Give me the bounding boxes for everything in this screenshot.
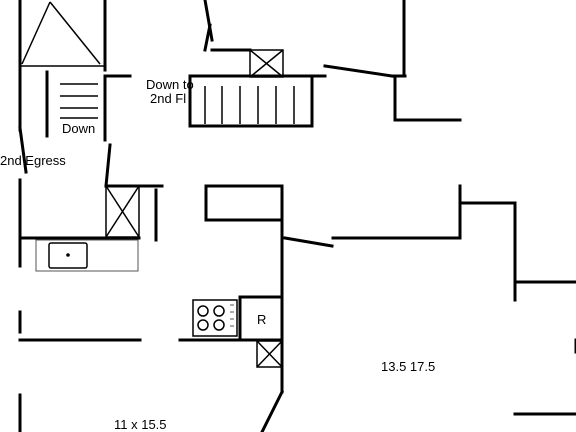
right-room-dimensions: 13.5 17.5 (381, 359, 435, 374)
egress-label: 2nd Egress (0, 153, 66, 168)
center-chase (256, 340, 283, 368)
upper-left-chase (18, 0, 107, 132)
stairs-down: Down (45, 70, 132, 142)
refrigerator-label: R (257, 312, 266, 327)
left-room-dimensions: 11 x 15.5 (114, 417, 167, 432)
stairs-2nd-label-line1: Down to (146, 77, 194, 92)
range-stove (192, 299, 238, 337)
right-room-walls: 13.5 17.5 (381, 184, 576, 416)
upper-right-walls (323, 0, 462, 122)
egress: 2nd Egress (0, 126, 66, 174)
center-cabinets (18, 184, 284, 432)
kitchen-left (18, 143, 164, 272)
stairs-down-label: Down (62, 121, 95, 136)
left-room: 11 x 15.5 (114, 389, 285, 432)
stairs-down-to-2nd-floor: Down to 2nd Fl (146, 0, 327, 128)
kitchen-sink (48, 242, 88, 269)
stairs-2nd-label-line2: 2nd Fl (150, 91, 186, 106)
right-room-door (283, 236, 462, 248)
refrigerator: R (257, 312, 266, 327)
